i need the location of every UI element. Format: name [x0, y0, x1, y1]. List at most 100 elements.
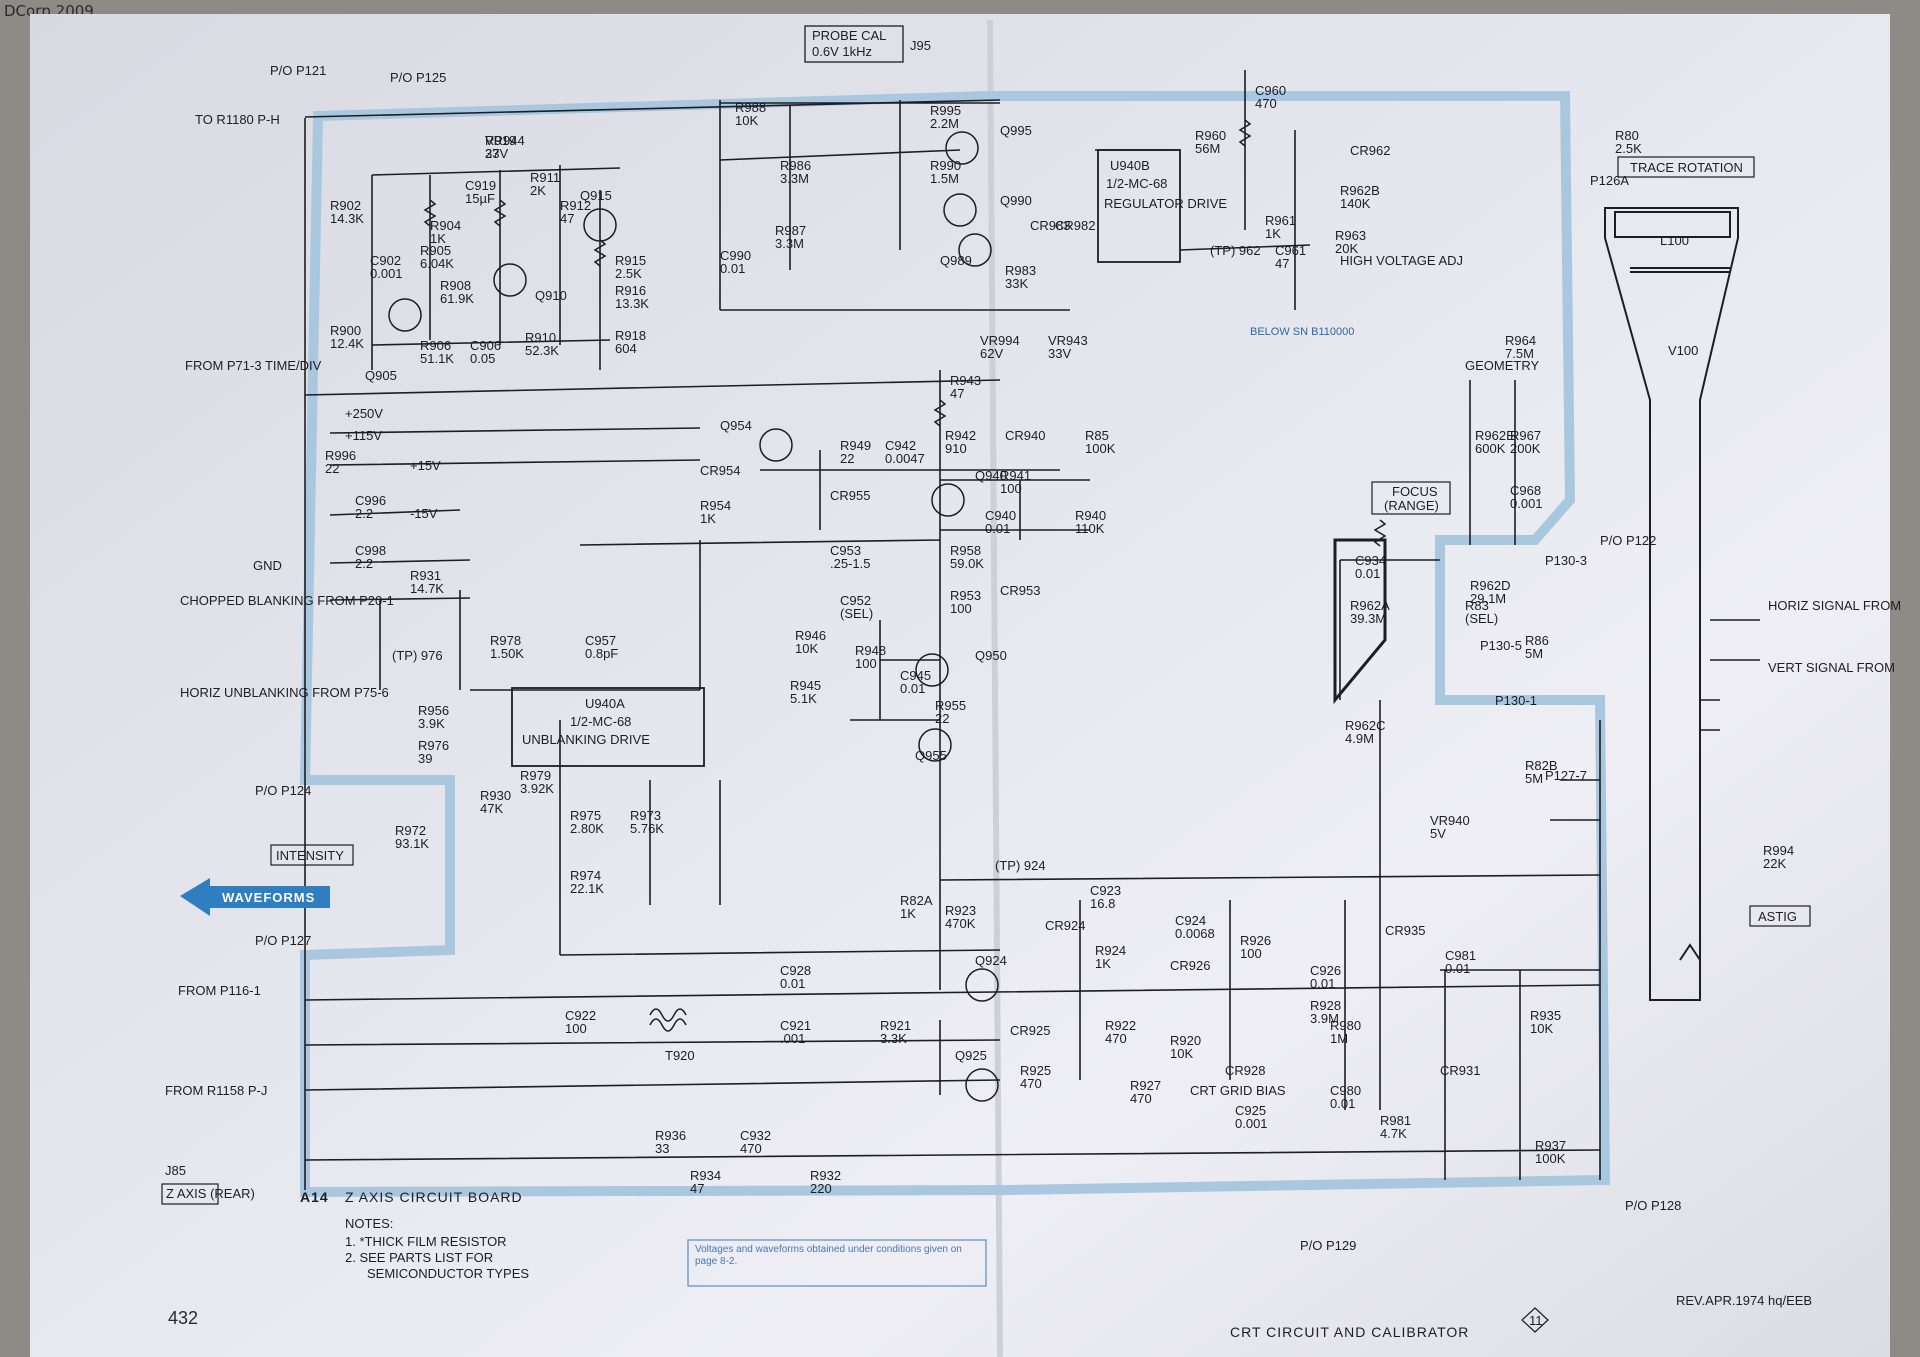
component-value: 29.1M [1470, 591, 1506, 606]
input-p116: FROM P116-1 [178, 983, 261, 998]
component-ref: R996 [325, 448, 356, 463]
horiz-signal-from: HORIZ SIGNAL FROM [1768, 598, 1901, 613]
note-2: 2. SEE PARTS LIST FOR [345, 1250, 493, 1265]
component-value: 47 [1275, 256, 1289, 271]
component-value: 22 [325, 461, 339, 476]
component-ref: R919 [485, 133, 516, 148]
component-ref: R902 [330, 198, 361, 213]
diode-label: CR953 [1000, 583, 1040, 598]
component-ref: C923 [1090, 883, 1121, 898]
diode-label: CR962 [1350, 143, 1390, 158]
component-value: 5.76K [630, 821, 664, 836]
component-value: .001 [780, 1031, 805, 1046]
component-value: 22 [935, 711, 949, 726]
connector-label: P126A [1590, 173, 1629, 188]
probe-cal-line2: 0.6V 1kHz [812, 44, 872, 59]
component-ref: C953 [830, 543, 861, 558]
component-ref: R953 [950, 588, 981, 603]
component-ref: C990 [720, 248, 751, 263]
voltage-note-text: Voltages and waveforms obtained under co… [695, 1244, 962, 1267]
component-value: 604 [615, 341, 637, 356]
component-ref: R940 [1075, 508, 1106, 523]
component-ref: R918 [615, 328, 646, 343]
crt-grid-bias-label: CRT GRID BIAS [1190, 1083, 1286, 1098]
component-ref: R962A [1350, 598, 1390, 613]
component-value: 0.01 [720, 261, 745, 276]
component-value: 0.0068 [1175, 926, 1215, 941]
component-value: 470 [1255, 96, 1277, 111]
component-value: 3.92K [520, 781, 554, 796]
diode-label: CR982 [1055, 218, 1095, 233]
component-value: 2.2 [355, 506, 373, 521]
connector-label: P/O P121 [270, 63, 326, 78]
component-ref: R930 [480, 788, 511, 803]
component-ref: R85 [1085, 428, 1109, 443]
component-ref: C932 [740, 1128, 771, 1143]
component-value: 0.01 [1355, 566, 1380, 581]
component-symbols [388, 119, 1387, 1102]
component-value: 0.001 [1510, 496, 1543, 511]
connector-label: P127-7 [1545, 768, 1587, 783]
component-value: 5M [1525, 646, 1543, 661]
component-value: (SEL) [840, 606, 873, 621]
connector-label: P/O P122 [1600, 533, 1656, 548]
component-ref: R954 [700, 498, 731, 513]
component-value: 0.01 [1310, 976, 1335, 991]
component-value: .25-1.5 [830, 556, 870, 571]
probe-cal-jack: J95 [910, 38, 931, 53]
component-value: 6.04K [420, 256, 454, 271]
component-ref: R958 [950, 543, 981, 558]
crt-v100 [1604, 207, 1739, 1001]
component-value: 10K [795, 641, 818, 656]
component-ref: C968 [1510, 483, 1541, 498]
component-value: 47 [690, 1181, 704, 1196]
diode-label: CR928 [1225, 1063, 1265, 1078]
component-ref: C934 [1355, 553, 1386, 568]
ic-u940b-type: 1/2-MC-68 [1106, 176, 1167, 191]
component-value: 220 [810, 1181, 832, 1196]
component-value: 100 [950, 601, 972, 616]
component-ref: R925 [1020, 1063, 1051, 1078]
component-value: 61.9K [440, 291, 474, 306]
diode-label: CR935 [1385, 923, 1425, 938]
component-value: 600K [1475, 441, 1506, 456]
input-horiz-unblanking: HORIZ UNBLANKING FROM P75-6 [180, 685, 389, 700]
component-value: 0.01 [1330, 1096, 1355, 1111]
component-ref: R973 [630, 808, 661, 823]
component-ref: C924 [1175, 913, 1206, 928]
component-value: 14.3K [330, 211, 364, 226]
diode-label: CR940 [1005, 428, 1045, 443]
component-ref: R983 [1005, 263, 1036, 278]
transistor-label: Q924 [975, 953, 1007, 968]
component-ref: VR994 [980, 333, 1020, 348]
component-value: 22K [1763, 856, 1786, 871]
component-value: 1.50K [490, 646, 524, 661]
component-ref: R960 [1195, 128, 1226, 143]
component-value: 5.1K [790, 691, 817, 706]
component-ref: R924 [1095, 943, 1126, 958]
component-value: 2.80K [570, 821, 604, 836]
diode-label: CR954 [700, 463, 740, 478]
component-ref: C960 [1255, 83, 1286, 98]
board-name: Z AXIS CIRCUIT BOARD [345, 1189, 523, 1205]
component-value: 3.3M [780, 171, 809, 186]
component-ref: R986 [780, 158, 811, 173]
supply-115v: +115V [345, 428, 382, 443]
transistor-label: Q995 [1000, 123, 1032, 138]
ic-u940a-ref: U940A [585, 696, 625, 711]
component-ref: R962C [1345, 718, 1385, 733]
page-title: CRT CIRCUIT AND CALIBRATOR [1230, 1324, 1469, 1340]
component-ref: R946 [795, 628, 826, 643]
component-value: 200K [1510, 441, 1541, 456]
connector-label: P/O P127 [255, 933, 311, 948]
vert-signal-from: VERT SIGNAL FROM [1768, 660, 1895, 675]
component-ref: R948 [855, 643, 886, 658]
component-ref: R942 [945, 428, 976, 443]
focus-label: FOCUS [1392, 484, 1438, 499]
ic-u940b-ref: U940B [1110, 158, 1150, 173]
component-ref: C952 [840, 593, 871, 608]
component-value: 3.3M [775, 236, 804, 251]
component-ref: R943 [950, 373, 981, 388]
component-ref: R987 [775, 223, 806, 238]
diode-label: CR924 [1045, 918, 1085, 933]
